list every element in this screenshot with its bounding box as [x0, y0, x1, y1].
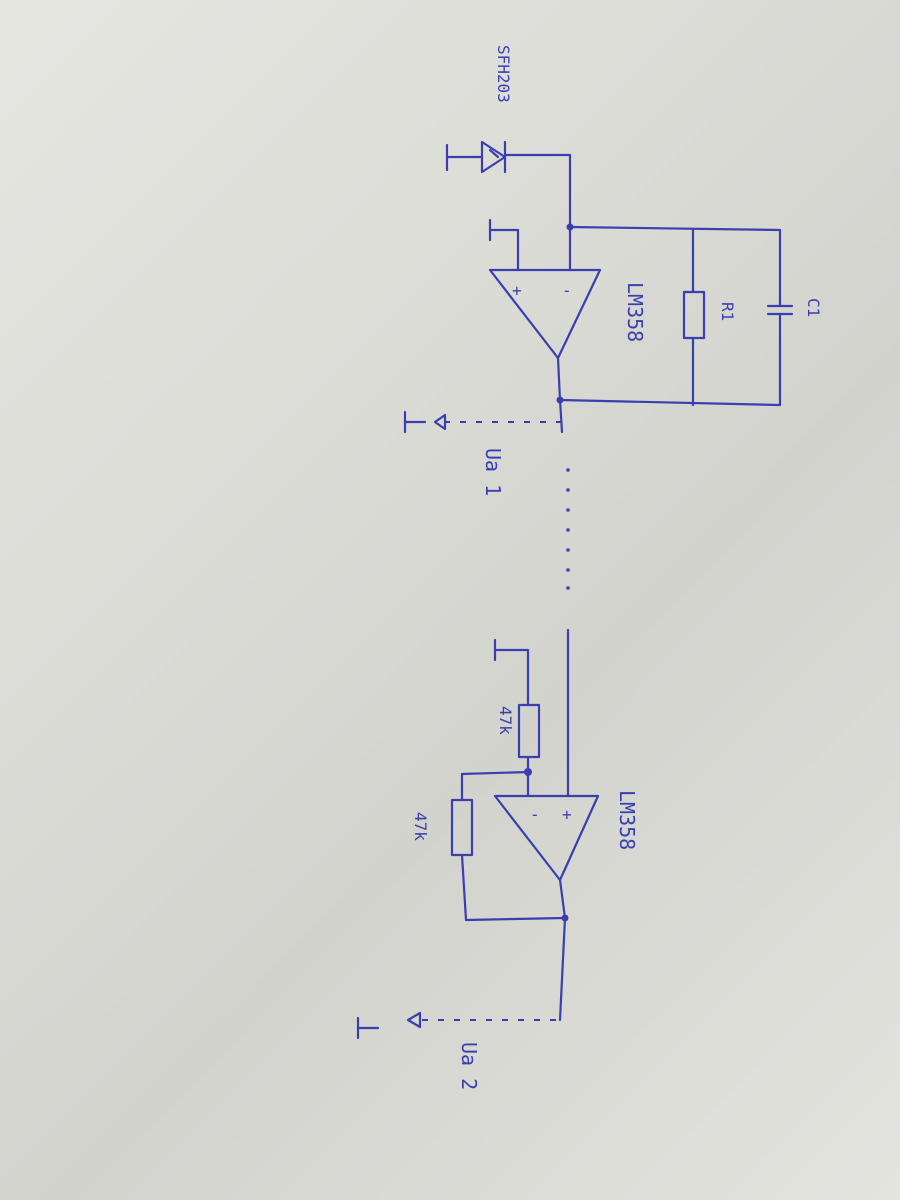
stage1-opamp-minus: - — [562, 281, 572, 300]
stage2-feedback-top-wire — [460, 770, 530, 802]
stage1-opamp-label: LM358 — [623, 282, 647, 342]
stage2-output-label: Ua 2 — [457, 1042, 481, 1090]
stage2-ground-icon — [493, 638, 530, 707]
stage1-diode-wire — [503, 153, 572, 229]
stage2-opamp-label: LM358 — [615, 790, 639, 850]
stage2-opamp-minus: - — [530, 805, 540, 824]
stage2-rfb-label: 47k — [411, 812, 430, 841]
photodiode-label: SFH203 — [494, 45, 513, 103]
stage1-opamp-plus: + — [512, 281, 522, 300]
stage2-feedback-bottom-wire — [460, 853, 567, 922]
stage2-rin-label: 47k — [496, 706, 515, 735]
stage1-plus-ground-icon — [488, 218, 520, 272]
stage2-opamp-plus: + — [562, 805, 572, 824]
stage1-r1-resistor-icon — [682, 290, 706, 340]
stage1-output-ground-icon — [403, 410, 427, 434]
stage2-arrow-head-icon — [406, 1011, 422, 1029]
stage2-output-wire — [558, 878, 567, 1022]
stage1-c1-capacitor-icon — [766, 298, 794, 407]
stage2-circuit: 47k 47k - + LM358 Ua 2 — [356, 628, 639, 1090]
photodiode-icon — [480, 140, 507, 174]
stage1-output-wire — [556, 356, 564, 434]
stage2-node-output — [561, 914, 569, 922]
stage1-feedback-top-wire — [568, 225, 782, 302]
stage1-circuit: SFH203 + - LM358 R1 C1 — [403, 45, 823, 496]
stage2-rin-resistor-icon — [517, 703, 541, 759]
stage1-r1-label: R1 — [718, 302, 737, 321]
stage2-opamp-icon — [493, 794, 600, 882]
continuation-dots — [566, 468, 570, 590]
stage2-rfb-resistor-icon — [450, 798, 474, 857]
stage1-output-label: Ua 1 — [481, 448, 505, 496]
stage1-arrow-head-icon — [433, 413, 447, 431]
stage1-feedback-bottom-wire — [558, 398, 782, 407]
stage1-opamp-icon — [488, 268, 602, 360]
stage1-c1-label: C1 — [804, 298, 823, 317]
stage1-diode-ground-icon — [445, 143, 484, 172]
stage2-output-ground-icon — [356, 1016, 380, 1040]
stage1-node-output — [556, 396, 564, 404]
